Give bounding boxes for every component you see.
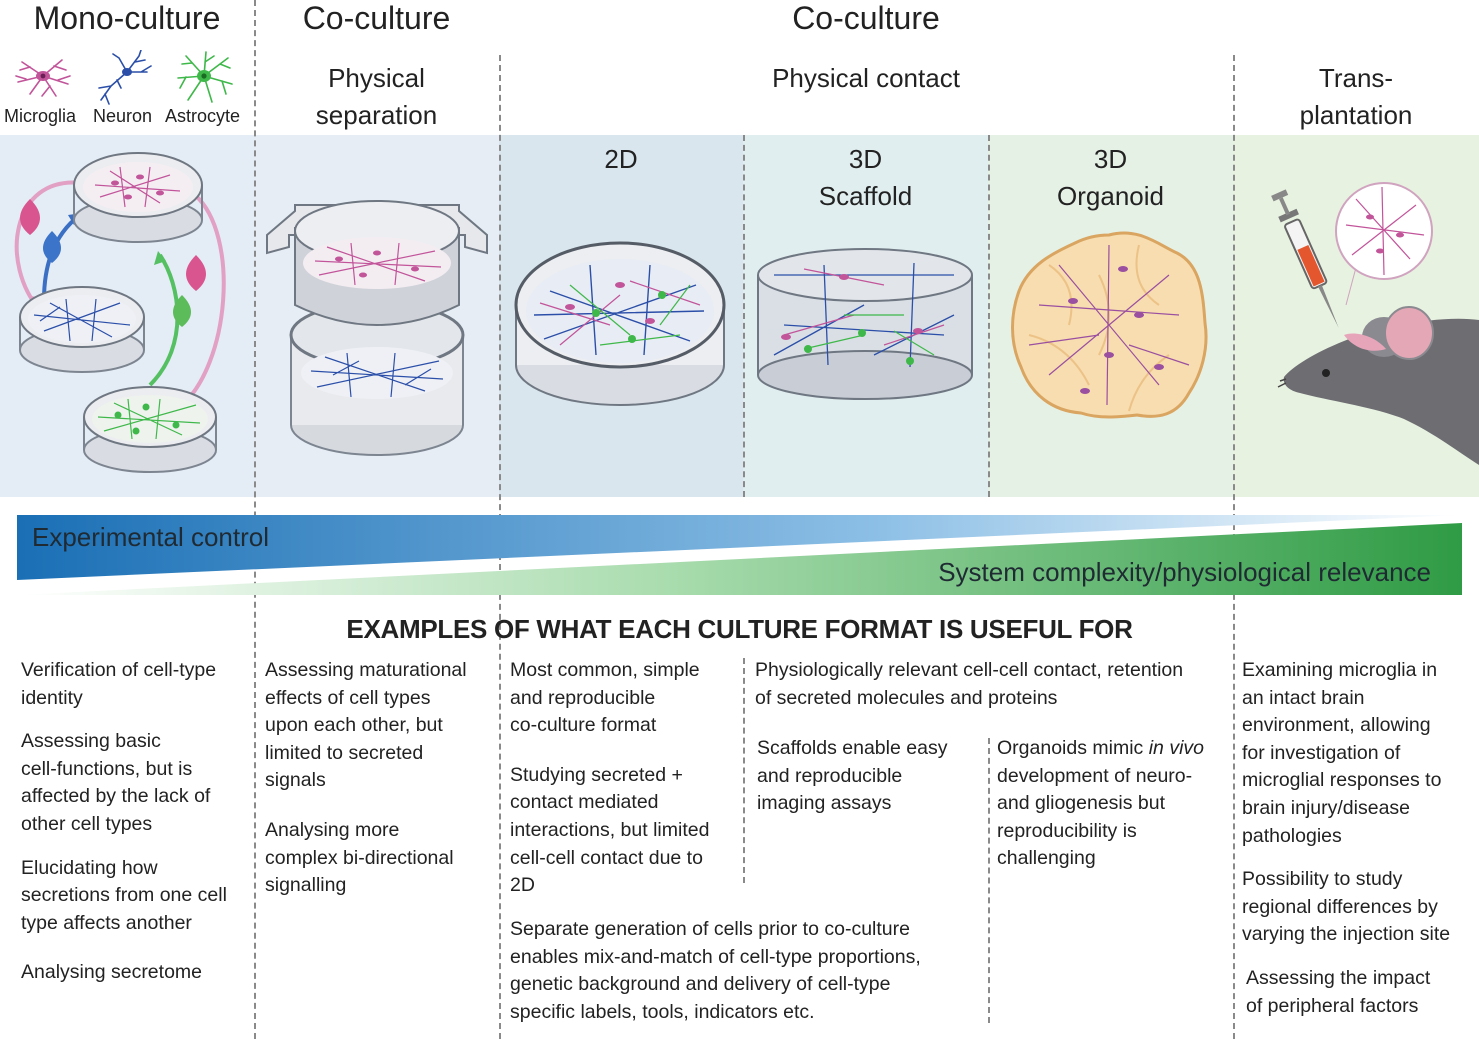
subheader-physical-separation: Physical separation: [315, 63, 438, 130]
subheader-transplantation: Trans- plantation: [1299, 63, 1413, 130]
subheader-3d-scaffold: 3D Scaffold: [818, 144, 913, 211]
neuron-icon: [98, 50, 152, 105]
organoid-3d-illustration: [1011, 231, 1208, 419]
system-complexity-label: System complexity/physiological relevanc…: [938, 557, 1431, 587]
subheader-3d-organoid: 3D Organoid: [1057, 144, 1164, 211]
header-co-culture-contact: Co-culture: [792, 0, 940, 36]
header-mono-culture: Mono-culture: [33, 0, 221, 36]
subheader-physical-contact: Physical contact: [772, 63, 960, 93]
label-microglia: Microglia: [4, 106, 77, 126]
experimental-control-wedge: [17, 515, 1462, 580]
examples-3d-organoid: Organoids mimic in vivo development of n…: [997, 737, 1204, 870]
examples-mix-and-match: Separate generation of cells prior to co…: [510, 918, 921, 1023]
system-complexity-wedge: [17, 523, 1462, 595]
transplantation-illustration: [1271, 182, 1479, 465]
subheader-2d: 2D: [604, 144, 638, 174]
header-co-culture-separation: Co-culture: [302, 0, 451, 36]
section-heading: EXAMPLES OF WHAT EACH CULTURE FORMAT IS …: [346, 614, 1133, 644]
label-astrocyte: Astrocyte: [165, 106, 241, 126]
mono-culture-illustration: [14, 152, 226, 473]
divider-line: [743, 135, 745, 497]
scaffold-3d-illustration: [757, 248, 973, 400]
label-neuron: Neuron: [93, 106, 153, 126]
dish-2d-illustration: [514, 241, 726, 406]
divider-line: [988, 738, 990, 1023]
divider-line: [743, 658, 745, 883]
microglia-icon: [15, 59, 71, 97]
examples-physical-contact-shared: Physiologically relevant cell-cell conta…: [755, 659, 1184, 709]
transwell-illustration: [266, 200, 488, 456]
divider-line: [988, 135, 990, 497]
gradient-bars: [17, 515, 1462, 595]
experimental-control-label: Experimental control: [32, 522, 269, 552]
astrocyte-icon: [177, 51, 233, 103]
